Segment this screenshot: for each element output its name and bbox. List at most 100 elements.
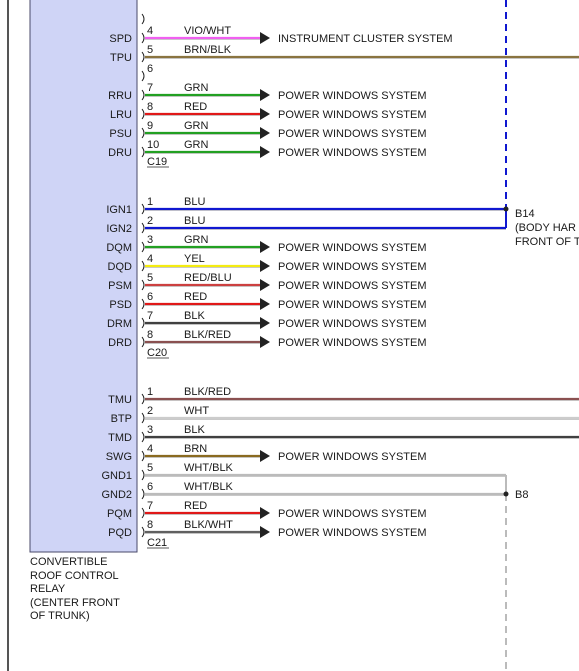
wire-color-label: WHT/BLK <box>184 462 234 474</box>
arrow-icon <box>260 260 270 272</box>
arrow-icon <box>260 507 270 519</box>
pin-bracket <box>141 13 145 25</box>
destination-label: POWER WINDOWS SYSTEM <box>278 299 427 311</box>
arrow-icon <box>260 32 270 44</box>
wire-color-label: BLK/WHT <box>184 519 233 531</box>
destination-label: POWER WINDOWS SYSTEM <box>278 527 427 539</box>
wire-color-label: WHT/BLK <box>184 481 234 493</box>
pin-bracket <box>141 222 145 234</box>
arrow-icon <box>260 336 270 348</box>
pin-bracket <box>141 279 145 291</box>
wire-color-label: WHT <box>184 405 209 417</box>
pin-number: 7 <box>147 310 153 322</box>
wire-color-label: GRN <box>184 234 209 246</box>
b8-splice-dot <box>503 491 509 497</box>
pin-signal-label: DRD <box>108 337 132 349</box>
wire-color-label: BLU <box>184 196 205 208</box>
pin-number: 10 <box>147 139 159 151</box>
pin-signal-label: DRU <box>108 147 132 159</box>
pin-number: 8 <box>147 329 153 341</box>
pin-number: 7 <box>147 82 153 94</box>
pin-number: 8 <box>147 101 153 113</box>
arrow-icon <box>260 127 270 139</box>
pin-bracket <box>141 469 145 481</box>
pin-signal-label: GND2 <box>101 489 132 501</box>
pin-number: 5 <box>147 462 153 474</box>
arrow-icon <box>260 89 270 101</box>
pin-signal-label: IGN1 <box>106 204 132 216</box>
pin-number: 2 <box>147 215 153 227</box>
pin-signal-label: GND1 <box>101 470 132 482</box>
pin-number: 5 <box>147 44 153 56</box>
arrow-icon <box>260 298 270 310</box>
b14-splice-dot <box>503 206 509 212</box>
pin-signal-label: DQM <box>106 242 132 254</box>
connector-label: C21 <box>147 537 167 549</box>
pin-number: 1 <box>147 386 153 398</box>
connector-label: C19 <box>147 156 167 168</box>
relay-module-box <box>29 0 138 553</box>
pin-signal-label: PSD <box>109 299 132 311</box>
destination-label: POWER WINDOWS SYSTEM <box>278 261 427 273</box>
pin-number: 4 <box>147 443 153 455</box>
wire-color-label: BLK <box>184 310 205 322</box>
wire-color-label: VIO/WHT <box>184 25 231 37</box>
pin-bracket <box>141 146 145 158</box>
arrow-icon <box>260 108 270 120</box>
module-label: CONVERTIBLE ROOF CONTROL RELAY (CENTER F… <box>30 556 120 622</box>
wire-color-label: RED <box>184 291 207 303</box>
pin-number: 9 <box>147 120 153 132</box>
pin-number: 3 <box>147 424 153 436</box>
arrow-icon <box>260 317 270 329</box>
wire-color-label: BLK <box>184 424 205 436</box>
pin-number: 6 <box>147 481 153 493</box>
pin-bracket <box>141 260 145 272</box>
destination-label: POWER WINDOWS SYSTEM <box>278 90 427 102</box>
wire-color-label: BLK/RED <box>184 329 231 341</box>
pin-signal-label: DQD <box>108 261 133 273</box>
wire-color-label: BLK/RED <box>184 386 231 398</box>
wire-color-label: GRN <box>184 120 209 132</box>
arrow-icon <box>260 146 270 158</box>
arrow-icon <box>260 526 270 538</box>
pin-bracket <box>141 526 145 538</box>
pin-bracket <box>141 336 145 348</box>
pin-number: 4 <box>147 25 153 37</box>
pin-number: 4 <box>147 253 153 265</box>
pin-bracket <box>141 108 145 120</box>
pin-bracket <box>141 317 145 329</box>
pin-bracket <box>141 51 145 63</box>
wire-color-label: BRN/BLK <box>184 44 232 56</box>
pin-bracket <box>141 507 145 519</box>
b14-note-line2: FRONT OF T <box>515 236 579 248</box>
pin-number: 2 <box>147 405 153 417</box>
pin-number: 6 <box>147 63 153 75</box>
pin-signal-label: TMU <box>108 394 132 406</box>
pin-bracket <box>141 298 145 310</box>
pin-bracket <box>141 89 145 101</box>
pin-bracket <box>141 127 145 139</box>
pin-bracket <box>141 203 145 215</box>
arrow-icon <box>260 241 270 253</box>
pin-signal-label: LRU <box>110 109 132 121</box>
destination-label: POWER WINDOWS SYSTEM <box>278 147 427 159</box>
destination-label: INSTRUMENT CLUSTER SYSTEM <box>278 33 453 45</box>
wire-color-label: RED <box>184 500 207 512</box>
pin-signal-label: SPD <box>109 33 132 45</box>
pin-signal-label: DRM <box>107 318 132 330</box>
pin-number: 3 <box>147 234 153 246</box>
pin-bracket <box>141 431 145 443</box>
pin-signal-label: IGN2 <box>106 223 132 235</box>
pin-bracket <box>141 393 145 405</box>
pin-signal-label: PQM <box>107 508 132 520</box>
pin-signal-label: RRU <box>108 90 132 102</box>
destination-label: POWER WINDOWS SYSTEM <box>278 451 427 463</box>
wire-color-label: YEL <box>184 253 205 265</box>
pin-number: 7 <box>147 500 153 512</box>
destination-label: POWER WINDOWS SYSTEM <box>278 280 427 292</box>
pin-number: 6 <box>147 291 153 303</box>
pin-signal-label: TMD <box>108 432 132 444</box>
b14-id-label: B14 <box>515 208 535 220</box>
wire-color-label: GRN <box>184 82 209 94</box>
